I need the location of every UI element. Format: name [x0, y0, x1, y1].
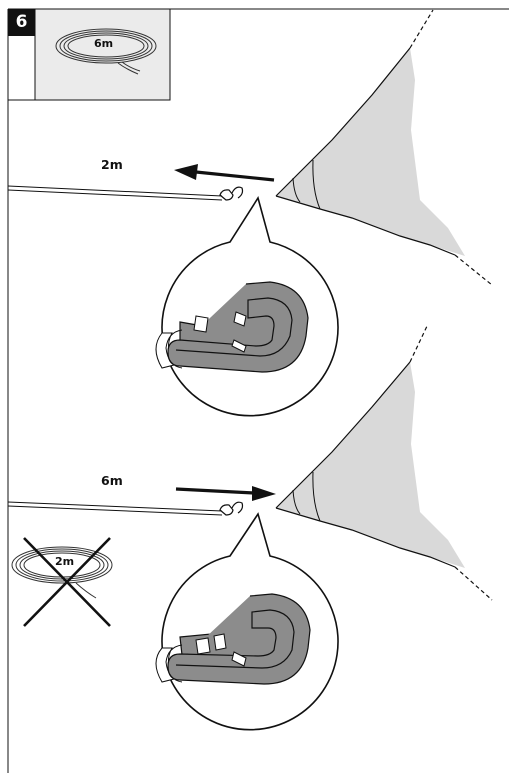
- carabiner-small-top-icon: [219, 186, 244, 201]
- rope-coil-small-icon: [11, 546, 113, 599]
- step-number-badge: 6: [8, 9, 35, 36]
- zoom-callout-bottom: [155, 512, 339, 731]
- arrow-left-icon: [174, 164, 275, 182]
- sail-corner-bottom: [275, 323, 493, 601]
- sail-corner-top: [275, 9, 493, 286]
- crossed-coil-length-label: 2m: [55, 555, 75, 568]
- crossed-out-rope-coil: [11, 537, 113, 627]
- rope-length-label: 6m: [94, 37, 114, 50]
- bottom-distance-label: 6m: [101, 473, 123, 488]
- carabiner-small-bottom-icon: [219, 501, 244, 516]
- rope-coil-icon: [55, 28, 157, 75]
- rope-coil-box: [8, 8, 171, 101]
- rope-top: [7, 185, 223, 201]
- carabiner-closeup-bottom-icon: [155, 593, 311, 685]
- top-distance-label: 2m: [101, 157, 123, 172]
- arrow-right-icon: [175, 486, 276, 501]
- carabiner-closeup-top-icon: [155, 281, 309, 373]
- rope-bottom: [7, 501, 223, 516]
- zoom-callout-top: [155, 196, 339, 417]
- cross-out-icon: [23, 537, 111, 627]
